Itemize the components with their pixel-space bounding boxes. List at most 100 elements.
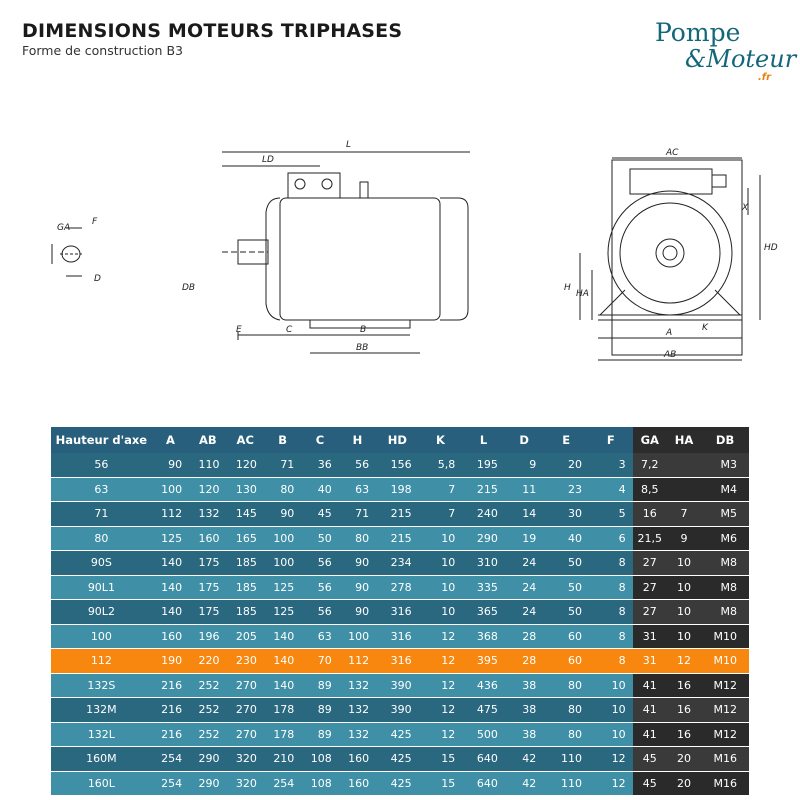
table-cell: 27 (632, 599, 667, 625)
column-header-hauteur-axe: Hauteur d'axe (51, 427, 152, 453)
table-cell: 41 (632, 697, 667, 723)
table-cell: 254 (151, 771, 190, 796)
table-cell: M3 (701, 453, 749, 478)
table-cell: 8,5 (632, 477, 667, 502)
table-cell: 215 (376, 526, 419, 551)
table-cell: 16 (666, 722, 702, 747)
table-cell: 90L1 (51, 575, 152, 600)
table-cell: 290 (189, 771, 227, 796)
table-cell: 110 (543, 771, 589, 796)
motor-housing-front (607, 190, 733, 316)
table-cell: 20 (543, 453, 589, 478)
table-cell: 38 (504, 722, 544, 747)
table-cell: 20 (666, 746, 702, 772)
table-cell: 108 (301, 771, 339, 796)
table-cell: M10 (701, 648, 749, 674)
table-cell: 252 (189, 697, 227, 723)
table-cell: 11 (504, 477, 544, 502)
table-cell: 130 (226, 477, 264, 502)
label-d: D (94, 274, 101, 284)
table-cell: 50 (543, 550, 589, 576)
table-cell: 56 (301, 575, 339, 600)
table-cell: 156 (376, 453, 419, 478)
table-cell: 80 (263, 477, 302, 502)
table-cell: 425 (376, 771, 419, 796)
table-cell: 140 (263, 673, 302, 698)
table-cell: 475 (462, 697, 505, 723)
column-header-d: D (504, 427, 544, 453)
table-cell: 252 (189, 673, 227, 698)
label-ab: AB (663, 350, 676, 360)
table-cell: 196 (189, 624, 227, 649)
table-cell: 36 (301, 453, 339, 478)
table-cell: 160L (51, 771, 152, 796)
table-cell: 5 (588, 501, 633, 527)
table-cell: 31 (632, 648, 667, 674)
logo-line-1: Pompe (655, 18, 741, 47)
table-cell: 90 (338, 575, 377, 600)
table-cell: M8 (701, 599, 749, 625)
label-h: H (564, 283, 571, 293)
table-cell: 140 (263, 648, 302, 674)
table-cell: 390 (376, 697, 419, 723)
table-cell: 335 (462, 575, 505, 600)
table-cell: 10 (418, 599, 463, 625)
column-header-a: A (151, 427, 190, 453)
table-cell: 8 (588, 575, 633, 600)
table-cell: 125 (263, 599, 302, 625)
table-cell: 132M (51, 697, 152, 723)
label-l: L (346, 140, 351, 150)
label-ga: GA (57, 223, 70, 233)
terminal-box (287, 172, 341, 199)
table-cell: 640 (462, 771, 505, 796)
table-cell: 640 (462, 746, 505, 772)
table-cell: 71 (338, 501, 377, 527)
table-cell: 195 (462, 453, 505, 478)
table-cell: 15 (418, 771, 463, 796)
table-cell: 120 (226, 453, 264, 478)
table-cell: 390 (376, 673, 419, 698)
logo-line-3: .fr (758, 72, 772, 83)
table-cell: 140 (151, 599, 190, 625)
table-cell: 215 (376, 501, 419, 527)
table-cell: 12 (418, 697, 463, 723)
table-cell: 205 (226, 624, 264, 649)
table-cell: 9 (666, 526, 702, 551)
table-cell: 240 (462, 501, 505, 527)
label-ld: LD (262, 155, 274, 165)
table-cell: 8 (588, 550, 633, 576)
table-cell: 365 (462, 599, 505, 625)
table-cell: 42 (504, 746, 544, 772)
column-header-h: H (338, 427, 377, 453)
table-cell: 500 (462, 722, 505, 747)
table-cell: 316 (376, 624, 419, 649)
table-cell: 45 (301, 501, 339, 527)
table-cell: 140 (263, 624, 302, 649)
table-cell: 90 (338, 599, 377, 625)
table-cell: 40 (301, 477, 339, 502)
table-cell: 132 (338, 673, 377, 698)
table-cell: 60 (543, 648, 589, 674)
table-cell: 108 (301, 746, 339, 772)
table-cell: 24 (504, 599, 544, 625)
label-b: B (360, 325, 366, 335)
table-cell: 190 (151, 648, 190, 674)
table-cell: 38 (504, 673, 544, 698)
table-cell: 112 (51, 648, 152, 674)
table-cell: 160 (189, 526, 227, 551)
table-cell: 230 (226, 648, 264, 674)
table-cell: 10 (418, 526, 463, 551)
table-cell: 40 (543, 526, 589, 551)
table-cell: 10 (588, 722, 633, 747)
label-f: F (92, 217, 98, 227)
table-cell: 12 (418, 673, 463, 698)
